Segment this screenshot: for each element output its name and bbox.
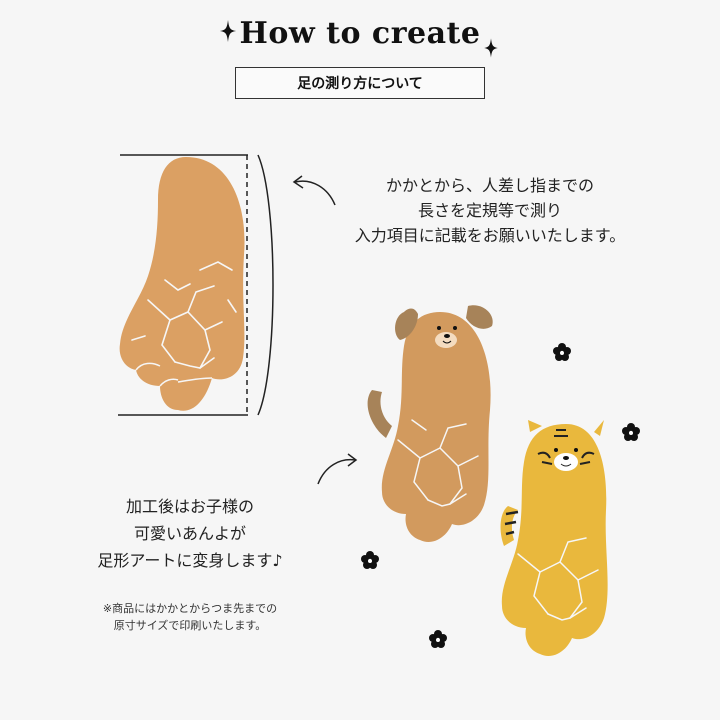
- tiger-face-icon: [537, 429, 595, 471]
- after-line: 可愛いあんよが: [133, 524, 246, 543]
- measurement-guide: [118, 154, 274, 416]
- note-line: 原寸サイズで印刷いたします。: [113, 619, 267, 632]
- dog-face-icon: [435, 326, 457, 348]
- sparkle-icon: [220, 20, 236, 42]
- tiger-footprint-art: [500, 420, 608, 657]
- page-title: How to create: [239, 16, 481, 51]
- note-line: ※商品にはかかとからつま先までの: [102, 602, 278, 615]
- curved-arrow-icon: [317, 458, 356, 485]
- instruction-line: かかとから、人差し指までの: [385, 176, 594, 195]
- instruction-line: 入力項目に記載をお願いいたします。: [354, 226, 626, 245]
- flower-icon: [553, 343, 571, 361]
- section-subtitle-label: 足の測り方について: [297, 76, 423, 92]
- after-processing-text: 加工後はお子様の 可愛いあんよが 足形アートに変身します♪: [60, 493, 320, 574]
- section-subtitle: 足の測り方について: [235, 67, 485, 99]
- after-line: 足形アートに変身します♪: [97, 551, 283, 570]
- curved-arrow-icon: [294, 180, 336, 206]
- after-line: 加工後はお子様の: [125, 497, 254, 516]
- instruction-line: 長さを定規等で測り: [417, 201, 562, 220]
- print-size-note: ※商品にはかかとからつま先までの 原寸サイズで印刷いたします。: [60, 600, 320, 634]
- dog-footprint-art: [367, 305, 493, 543]
- flower-icon: [622, 423, 640, 441]
- flower-icon: [361, 551, 379, 569]
- footprint-measure: [119, 157, 245, 411]
- measure-instructions: かかとから、人差し指までの 長さを定規等で測り 入力項目に記載をお願いいたします…: [305, 173, 675, 248]
- sparkle-icon: [484, 38, 498, 58]
- flower-icon: [429, 630, 447, 648]
